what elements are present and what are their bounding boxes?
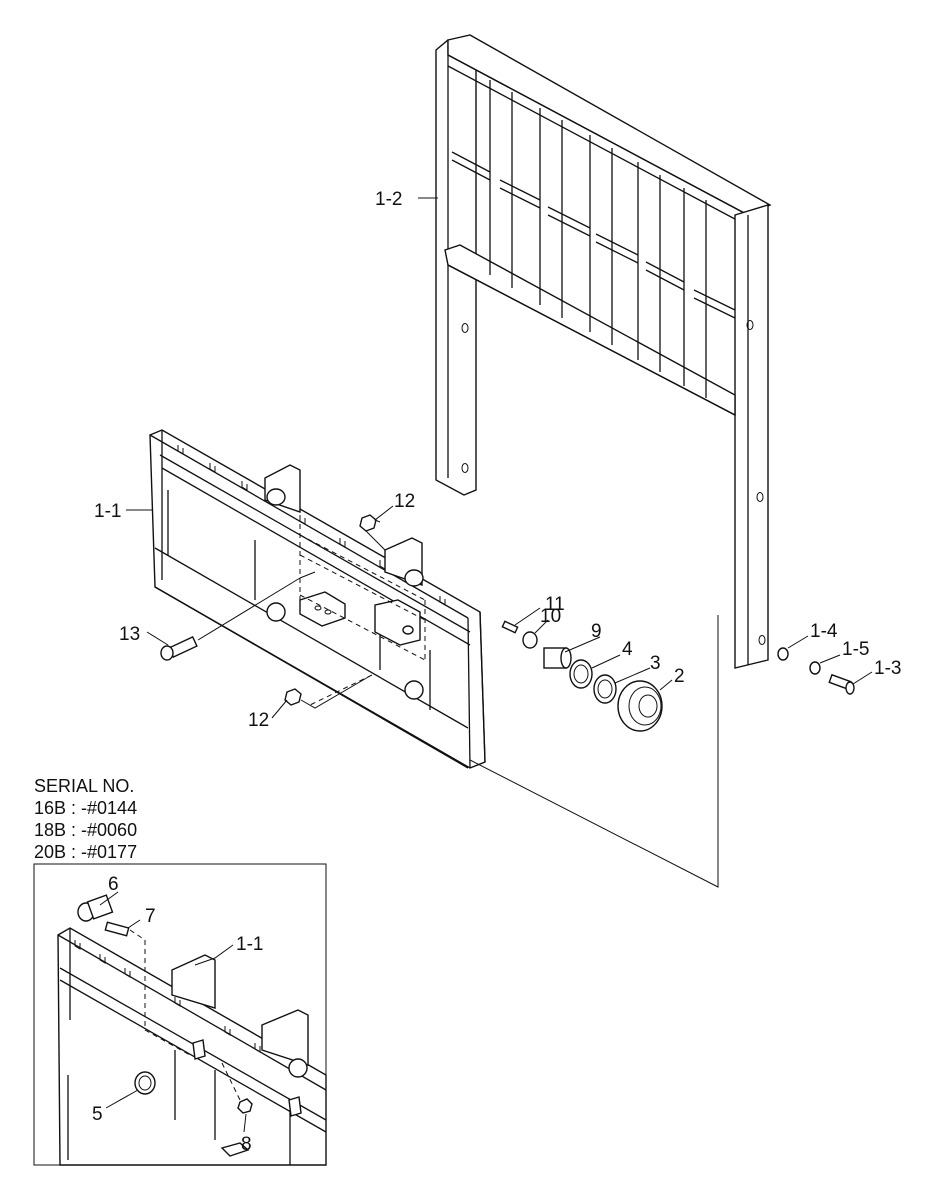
serial-line-18b: 18B : -#0060 [34, 820, 137, 840]
callout-4: 4 [622, 639, 633, 660]
serial-heading: SERIAL NO. [34, 776, 134, 796]
shim-4-shape [569, 659, 593, 689]
inset-callout-8: 8 [241, 1134, 252, 1155]
carriage-drawing [149, 429, 486, 769]
callout-9: 9 [591, 621, 602, 642]
inset-callout-7: 7 [145, 906, 156, 927]
callout-1-5: 1-5 [842, 639, 869, 660]
grease-fitting-11-shape [501, 620, 519, 634]
callout-12-top: 12 [394, 491, 415, 512]
inset-detail [33, 863, 327, 1166]
spacer-9-shape [543, 647, 572, 669]
callout-2: 2 [674, 666, 685, 687]
bolt-1-3-shape [828, 673, 855, 695]
mast-frame-drawing [435, 34, 772, 669]
inset-part-7-shape [104, 921, 130, 937]
assembly-leader-line [469, 615, 719, 888]
small-parts-drawing [160, 514, 855, 732]
nut-12-bottom-shape [284, 688, 302, 706]
callout-3: 3 [650, 653, 661, 674]
inset-callout-1-1: 1-1 [236, 934, 263, 955]
callout-11: 11 [545, 594, 565, 615]
callout-1-4: 1-4 [810, 621, 838, 642]
callout-1-3: 1-3 [874, 658, 901, 679]
callout-1-1: 1-1 [94, 501, 121, 522]
shim-3-shape [593, 674, 617, 704]
bolt-13-shape [160, 636, 198, 661]
leader-lines [126, 197, 873, 719]
callout-12-bottom: 12 [248, 710, 269, 731]
washer-1-4-shape [777, 647, 789, 661]
snap-ring-10-shape [522, 631, 538, 649]
inset-callout-6: 6 [108, 874, 119, 895]
callout-13: 13 [119, 624, 140, 645]
serial-line-16b: 16B : -#0144 [34, 798, 137, 818]
inset-part-5-shape [134, 1071, 156, 1095]
serial-line-20b: 20B : -#0177 [34, 842, 137, 862]
inset-callout-5: 5 [92, 1104, 103, 1125]
inset-part-8-shape [237, 1098, 253, 1114]
callout-1-2: 1-2 [375, 189, 402, 210]
roller-2-shape [617, 680, 663, 732]
inset-part-6-shape [77, 894, 114, 922]
washer-1-5-shape [809, 661, 821, 675]
nut-12-top-shape [359, 514, 377, 532]
callout-10: 10 [540, 606, 561, 627]
